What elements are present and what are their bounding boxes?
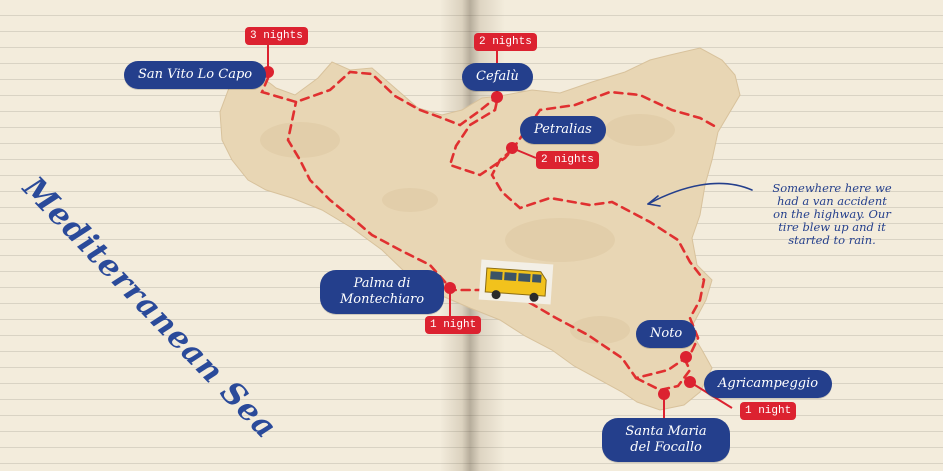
- place-santa-line2: del Focallo: [630, 440, 702, 455]
- place-cefalu: Cefalù: [462, 63, 533, 91]
- stay-palma: 1 night: [425, 316, 482, 334]
- route-dashed-north: [510, 90, 720, 152]
- pin-santa-maria: [658, 388, 670, 418]
- pin-petralias: [506, 142, 537, 159]
- pin-noto: [680, 351, 692, 363]
- route-dashed-south: [634, 356, 692, 392]
- stay-agricampeggio: 1 night: [740, 402, 797, 420]
- stay-petralias: 2 nights: [536, 151, 599, 169]
- route-dashed: [260, 70, 706, 380]
- note-line-1: Somewhere here we: [772, 181, 892, 195]
- place-agricampeggio: Agricampeggio: [704, 370, 833, 398]
- place-santa-line1: Santa Maria: [625, 424, 707, 439]
- place-palma-di-montechiaro: Palma di Montechiaro: [320, 270, 444, 314]
- stay-cefalu: 2 nights: [474, 33, 537, 51]
- yellow-van-icon: [478, 259, 554, 305]
- accident-note: Somewhere here we had a van accident on …: [752, 182, 912, 247]
- note-line-4: tire blew up and it: [778, 220, 886, 234]
- note-line-2: had a van accident: [777, 194, 887, 208]
- place-san-vito-lo-capo: San Vito Lo Capo: [124, 61, 267, 89]
- pin-palma: [444, 282, 456, 318]
- place-petralias: Petralias: [520, 116, 606, 144]
- place-noto: Noto: [636, 320, 697, 348]
- place-santa-maria-del-focallo: Santa Maria del Focallo: [602, 418, 730, 462]
- curved-arrow-icon: [647, 182, 753, 207]
- place-palma-line1: Palma di: [353, 276, 411, 291]
- note-line-3: on the highway. Our: [773, 207, 891, 221]
- note-line-5: started to rain.: [788, 233, 876, 247]
- stay-san-vito: 3 nights: [245, 27, 308, 45]
- land-texture: [260, 114, 675, 344]
- place-palma-line2: Montechiaro: [339, 292, 425, 307]
